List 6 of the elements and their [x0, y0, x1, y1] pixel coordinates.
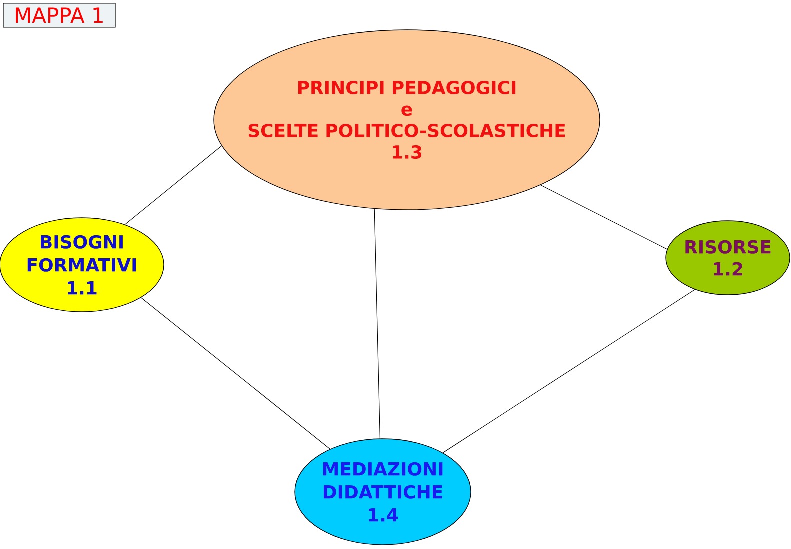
connector-line — [374, 208, 381, 439]
title-box: MAPPA 1 — [3, 3, 116, 28]
connector-line — [140, 298, 330, 450]
connector-line — [442, 289, 696, 454]
connector-line — [540, 184, 668, 250]
connector-line — [124, 146, 222, 225]
